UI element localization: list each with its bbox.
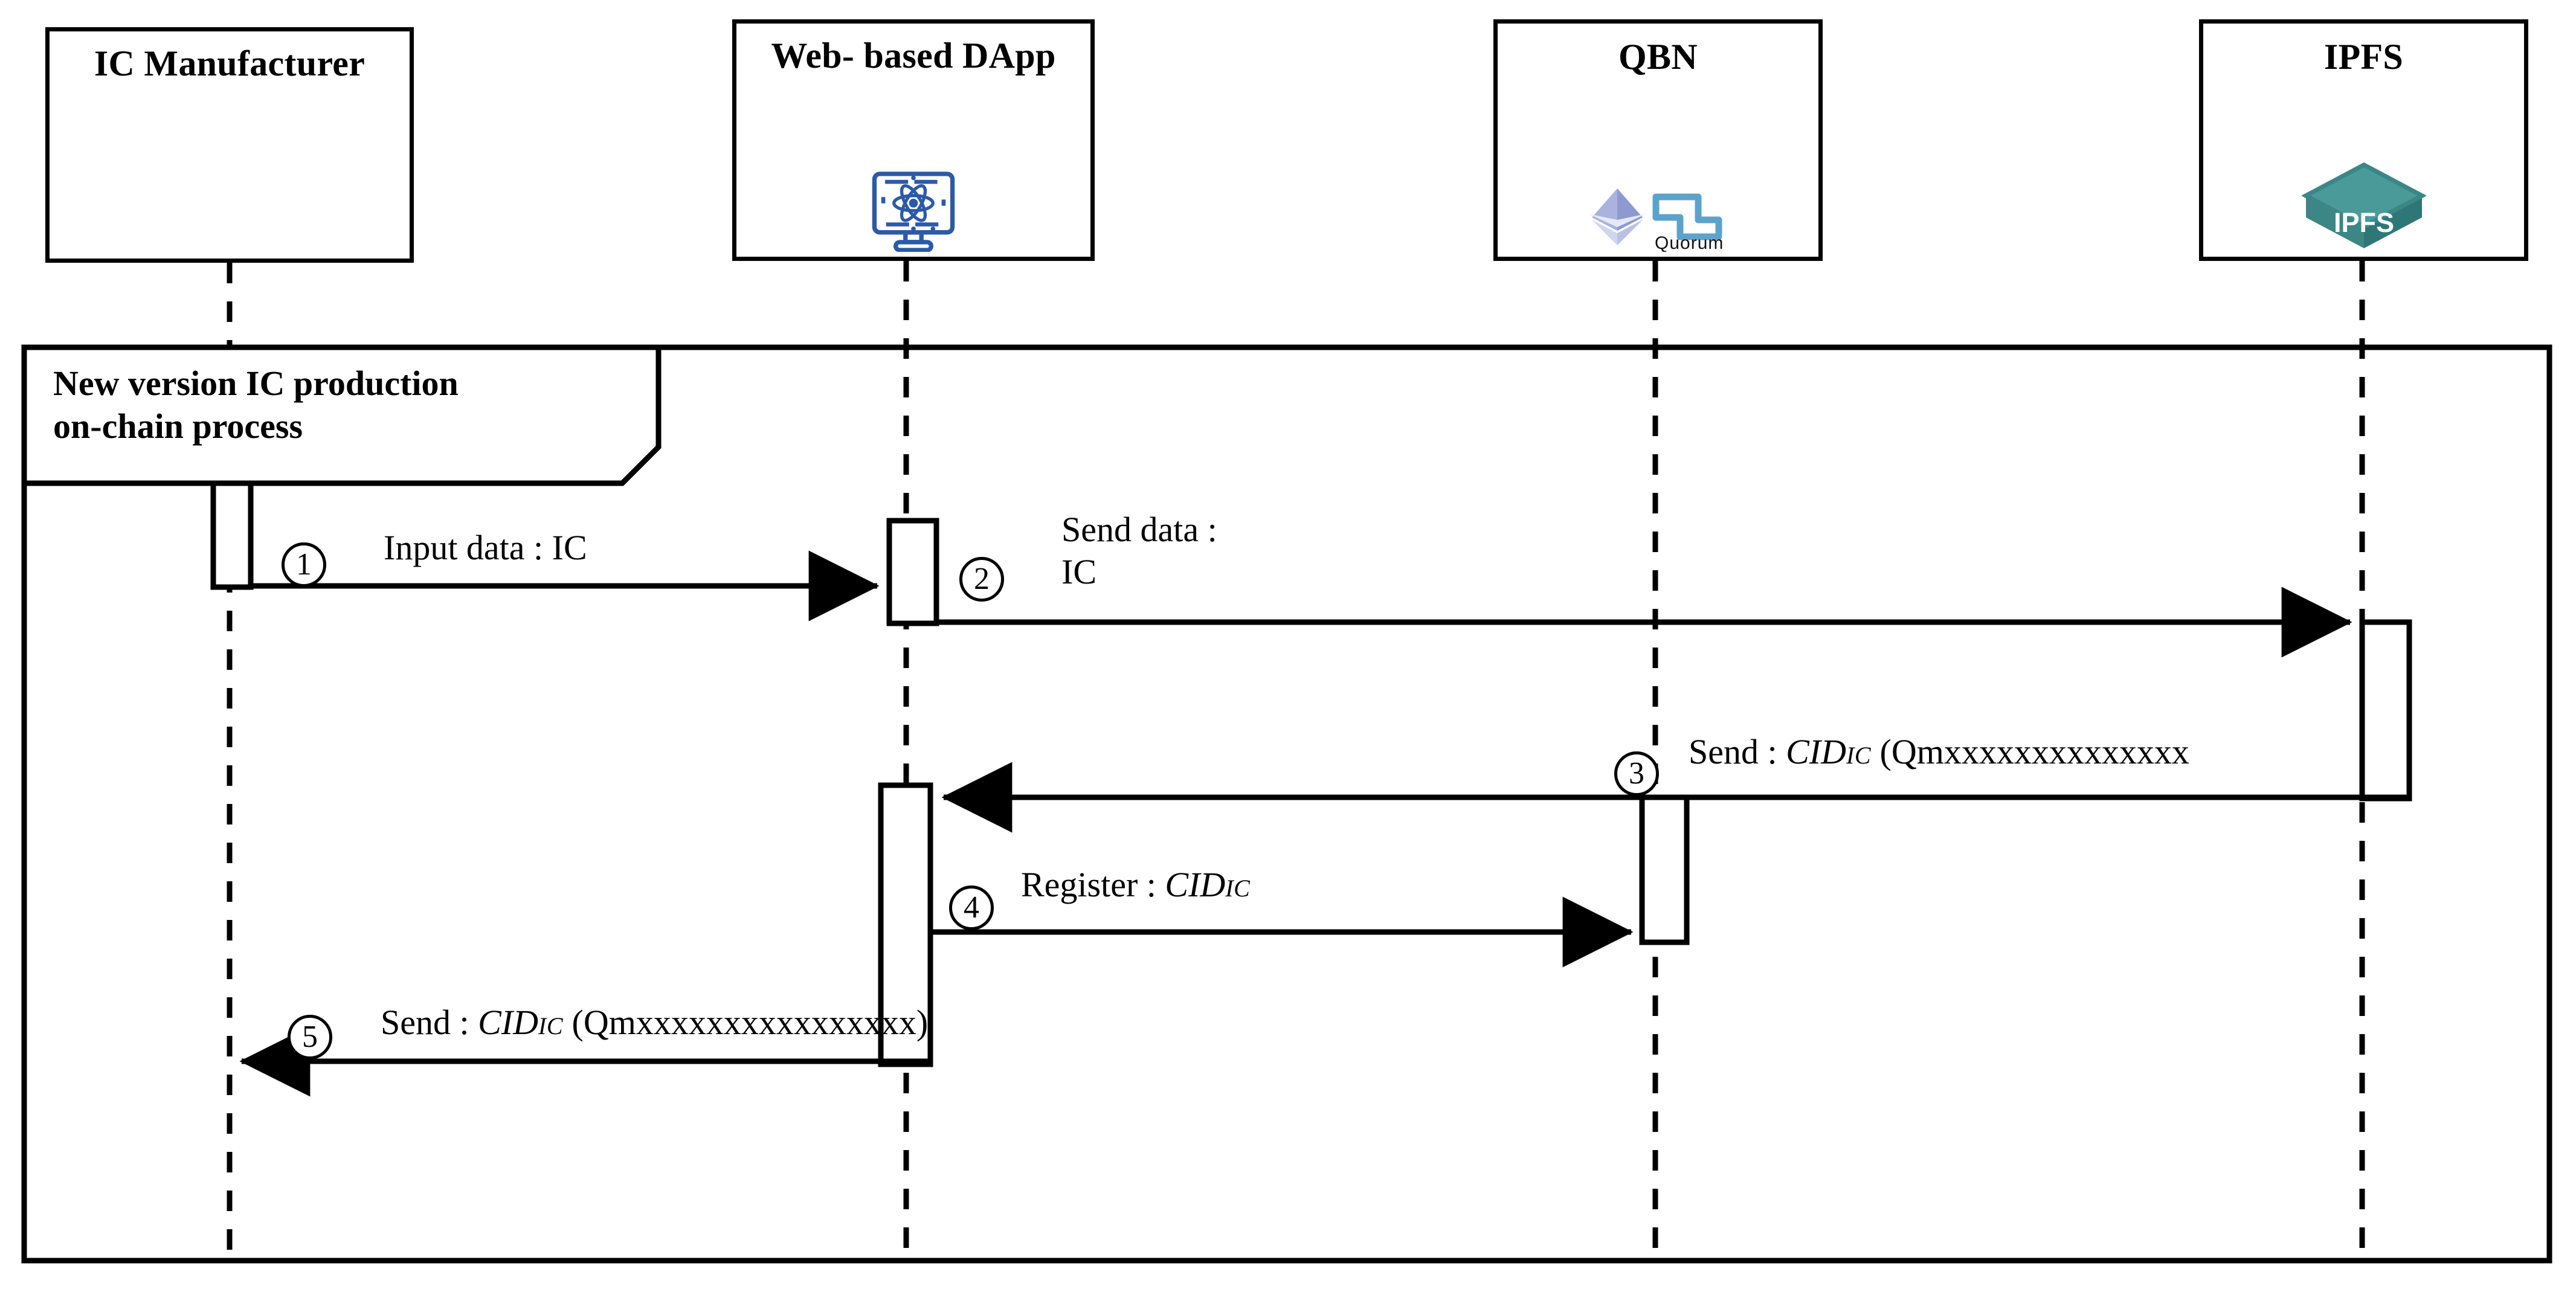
message-4-subscript: IC [1225, 875, 1251, 902]
message-3-cid: CID [1786, 732, 1847, 771]
message-3-subscript: IC [1846, 742, 1872, 769]
message-3-prefix: Send : [1689, 732, 1786, 771]
message-label-3-clip: Send : CIDIC (Qmxxxxxxxxxxxxxx [1689, 731, 2549, 797]
message-label-5: Send : CIDIC (Qmxxxxxxxxxxxxxxxx) [381, 1001, 928, 1044]
participant-qbn[interactable]: QBN Quorum [1493, 19, 1823, 261]
message-number-5: 5 [288, 1015, 332, 1059]
fragment-frame [21, 344, 2552, 1264]
fragment-label: New version IC production on-chain proce… [53, 364, 459, 446]
react-monitor-icon [868, 170, 959, 252]
message-5-subscript: IC [538, 1012, 564, 1040]
quorum-logo-icon: Quorum [1580, 182, 1737, 252]
message-4-cid: CID [1165, 865, 1226, 904]
fragment-label-tab [21, 344, 662, 486]
participant-ipfs[interactable]: IPFS IPFS [2199, 19, 2528, 261]
message-label-4: Register : CIDIC [1021, 864, 1250, 906]
message-3-suffix: (Qmxxxxxxxxxxxxxx [1871, 732, 2189, 771]
message-5-suffix: (Qmxxxxxxxxxxxxxxxx) [563, 1003, 929, 1042]
message-5-prefix: Send : [381, 1003, 478, 1042]
message-number-3: 3 [1614, 751, 1659, 796]
participant-label-qbn: QBN [1618, 37, 1698, 77]
activation-dapp-1 [886, 518, 939, 626]
message-number-1: 1 [282, 542, 326, 587]
message-number-2: 2 [959, 557, 1004, 602]
message-5-cid: CID [478, 1003, 539, 1042]
message-label-2: Send data : IC [1061, 510, 1217, 591]
ipfs-cube-icon: IPFS [2301, 161, 2427, 252]
participant-web-based-dapp[interactable]: Web- based DApp [732, 19, 1095, 261]
activation-qbn [1639, 794, 1690, 945]
activation-dapp-2 [878, 782, 933, 1067]
activation-ic-manufacturer [210, 480, 254, 590]
message-4-prefix: Register : [1021, 865, 1165, 904]
svg-text:IPFS: IPFS [2333, 207, 2394, 238]
svg-text:Quorum: Quorum [1655, 233, 1724, 252]
message-label-1: Input data : IC [384, 528, 587, 567]
participant-ic-manufacturer[interactable]: IC Manufacturer [45, 27, 414, 263]
message-label-3: Send : CIDIC (Qmxxxxxxxxxxxxxx [1689, 731, 2189, 773]
participant-label-ipfs: IPFS [2323, 37, 2404, 77]
participant-label-web-based-dapp: Web- based DApp [771, 36, 1056, 76]
message-number-4: 4 [949, 886, 994, 930]
activation-ipfs [2359, 619, 2412, 802]
participant-label-ic-manufacturer: IC Manufacturer [94, 43, 365, 83]
